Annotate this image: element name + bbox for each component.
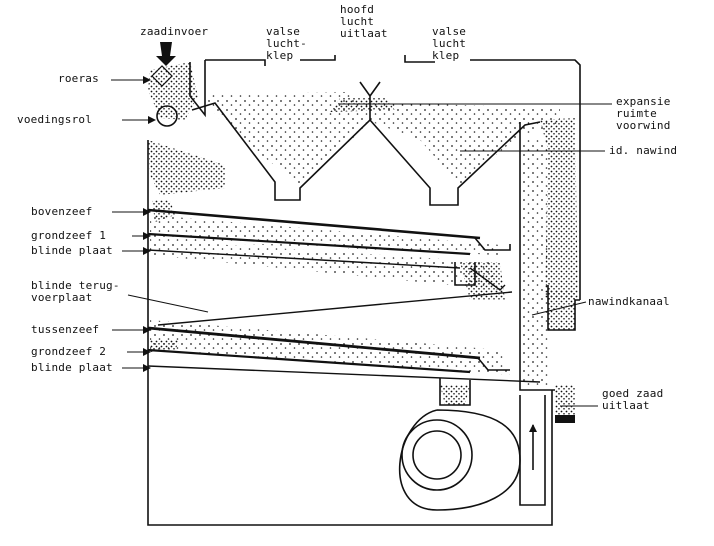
outlet-block bbox=[555, 415, 575, 423]
label-id-nawind: id. nawind bbox=[609, 144, 678, 157]
label-blinde-terugvoerplaat: blinde terug- voerplaat bbox=[31, 279, 120, 304]
label-valse-luchtklep-left: valse lucht- klep bbox=[266, 25, 307, 62]
label-goed-zaad-uitlaat: goed zaad uitlaat bbox=[602, 387, 664, 412]
label-grondzeef-2: grondzeef 2 bbox=[31, 345, 107, 358]
label-tussenzeef: tussenzeef bbox=[31, 323, 100, 336]
leader-lines bbox=[111, 76, 612, 407]
label-hoofd-luchtuitlaat: hoofd lucht uitlaat bbox=[340, 3, 388, 40]
seed-fill-sieves bbox=[150, 215, 575, 415]
label-bovenzeef: bovenzeef bbox=[31, 205, 93, 218]
dust-fill-upper bbox=[205, 92, 578, 385]
blinde-terugvoerplaat bbox=[157, 291, 513, 326]
label-nawindkanaal: nawindkanaal bbox=[588, 295, 670, 308]
grondzeef-2-sieve bbox=[147, 348, 471, 374]
tussenzeef-sieve bbox=[147, 326, 481, 360]
fan-volute bbox=[399, 395, 546, 511]
label-voedingsrol: voedingsrol bbox=[17, 113, 93, 126]
housing-outline bbox=[147, 55, 581, 526]
label-zaadinvoer: zaadinvoer bbox=[140, 25, 209, 38]
sieves bbox=[147, 208, 541, 406]
label-blinde-plaat-2: blinde plaat bbox=[31, 361, 113, 374]
blinde-plaat-2 bbox=[147, 365, 541, 383]
label-roeras: roeras bbox=[58, 72, 99, 85]
feed-arrow bbox=[151, 42, 176, 87]
seed-fill-hopper bbox=[148, 62, 225, 222]
label-blinde-plaat-1: blinde plaat bbox=[31, 244, 113, 257]
bovenzeef-sieve bbox=[147, 208, 481, 240]
blinde-plaat-1 bbox=[147, 249, 461, 269]
label-expansie-ruimte-voorwind: expansie ruimte voorwind bbox=[616, 95, 671, 132]
label-grondzeef-1: grondzeef 1 bbox=[31, 229, 107, 242]
grondzeef-1-sieve bbox=[147, 232, 471, 256]
label-valse-luchtklep-right: valse lucht klep bbox=[432, 25, 467, 62]
